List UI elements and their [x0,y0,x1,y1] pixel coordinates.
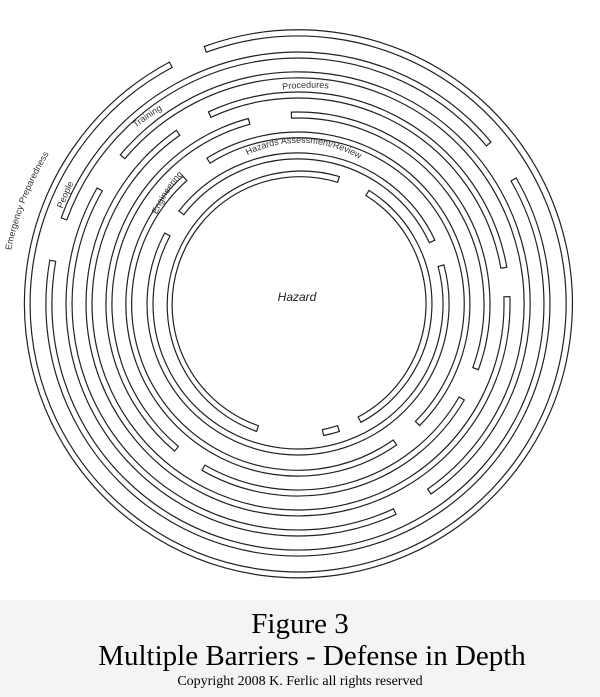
barrier-ring-6-segment-1 [65,187,397,537]
figure-caption: Figure 3 Multiple Barriers - Defense in … [0,600,600,697]
barrier-ring-8-segment-1 [23,29,573,579]
figure-title: Multiple Barriers - Defense in Depth [98,640,526,672]
hazard-label: Hazard [278,290,317,304]
barrier-ring-4-segment-3 [290,111,491,371]
barrier-ring-2-segment-1 [178,152,436,244]
barrier-ring-7-segment-2 [45,177,551,557]
barrier-ring-3-segment-1 [125,175,398,477]
figure-number: Figure 3 [251,608,349,640]
barrier-ring-7-segment-1 [60,51,492,221]
emergency-preparedness-label: Emergency Preparedness [3,149,51,251]
barrier-ring-1-segment-2 [166,170,341,433]
defense-in-depth-diagram: Hazards Assessment/Review Engineering Pr… [3,29,573,579]
barrier-ring-3-segment-2 [206,131,471,427]
copyright-notice: Copyright 2008 K. Ferlic all rights rese… [177,674,423,689]
barrier-ring-5-segment-1 [207,91,508,269]
barrier-ring-4-segment-2 [105,117,251,452]
barrier-ring-5-segment-2 [85,129,511,517]
barrier-ring-4-segment-1 [201,396,466,497]
barrier-ring-2-segment-2 [146,232,450,456]
barrier-ring-1-segment-3 [357,189,433,424]
barrier-ring-1-segment-1 [321,424,341,437]
barrier-ring-6-segment-2 [119,71,531,495]
barrier-rings [23,29,573,579]
procedures-label: Procedures [282,80,330,92]
